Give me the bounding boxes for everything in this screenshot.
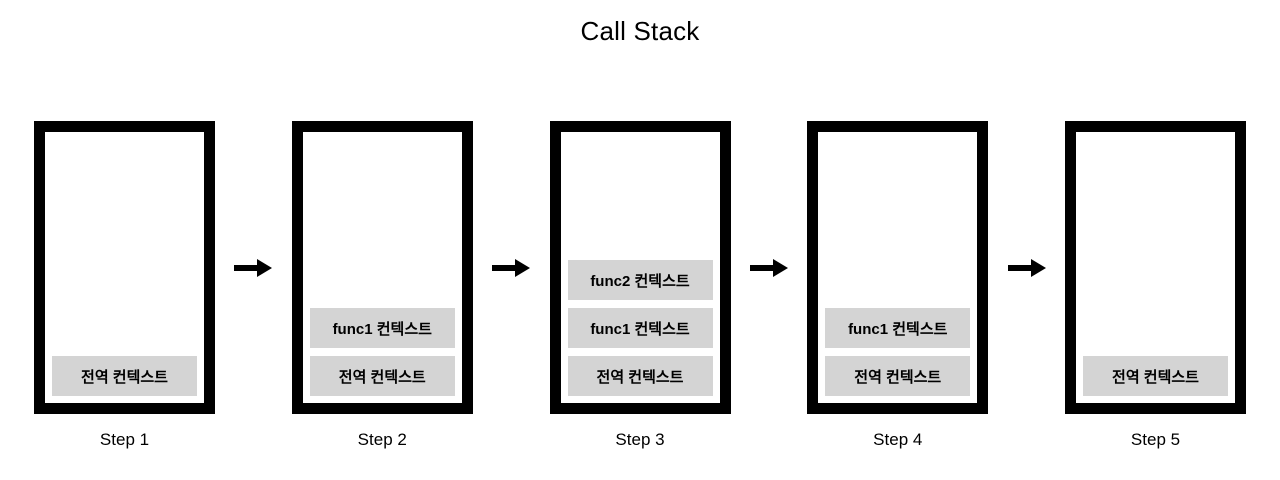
stack-frame: 전역 컨텍스트 [567, 356, 713, 396]
stack-frames-5: 전역 컨텍스트 [1076, 356, 1235, 396]
step-label-3: Step 3 [615, 430, 665, 449]
arrow-step1-to-step2 [234, 121, 273, 414]
stack-frames-3: func2 컨텍스트 func1 컨텍스트 전역 컨텍스트 [561, 260, 720, 396]
step-label-5: Step 5 [1130, 430, 1181, 449]
step-column-3: func2 컨텍스트 func1 컨텍스트 전역 컨텍스트 Step 3 [549, 121, 731, 450]
stack-frame: 전역 컨텍스트 [52, 356, 197, 396]
stack-frame: 전역 컨텍스트 [309, 356, 455, 396]
call-stack-box-5: 전역 컨텍스트 [1065, 121, 1246, 414]
page-title: Call Stack [580, 16, 700, 46]
call-stack-box-1: 전역 컨텍스트 [34, 121, 215, 414]
arrow-step4-to-step5 [1007, 121, 1046, 414]
stack-frame: func2 컨텍스트 [567, 260, 713, 300]
stack-frame: func1 컨텍스트 [309, 308, 455, 348]
stack-frames-4: func1 컨텍스트 전역 컨텍스트 [818, 308, 977, 396]
step-column-5: 전역 컨텍스트 Step 5 [1065, 121, 1246, 450]
arrow-step2-to-step3 [492, 121, 531, 414]
stack-frame: func1 컨텍스트 [567, 308, 713, 348]
stack-frames-1: 전역 컨텍스트 [45, 356, 204, 396]
stack-frame: 전역 컨텍스트 [825, 356, 971, 396]
stack-frame: 전역 컨텍스트 [1083, 356, 1228, 396]
step-column-2: func1 컨텍스트 전역 컨텍스트 Step 2 [291, 121, 473, 450]
stack-frames-2: func1 컨텍스트 전역 컨텍스트 [303, 308, 462, 396]
stack-frame: func1 컨텍스트 [825, 308, 971, 348]
call-stack-steps-row: 전역 컨텍스트 Step 1 func1 컨텍스트 전역 컨텍스트 Step 2 [34, 121, 1246, 456]
call-stack-box-3: func2 컨텍스트 func1 컨텍스트 전역 컨텍스트 [549, 121, 731, 414]
step-column-1: 전역 컨텍스트 Step 1 [34, 121, 215, 450]
call-stack-box-2: func1 컨텍스트 전역 컨텍스트 [291, 121, 473, 414]
call-stack-box-4: func1 컨텍스트 전역 컨텍스트 [807, 121, 989, 414]
arrow-step3-to-step4 [749, 121, 788, 414]
step-label-1: Step 1 [99, 430, 150, 449]
step-label-4: Step 4 [873, 430, 923, 449]
step-column-4: func1 컨텍스트 전역 컨텍스트 Step 4 [807, 121, 989, 450]
step-label-2: Step 2 [357, 430, 407, 449]
